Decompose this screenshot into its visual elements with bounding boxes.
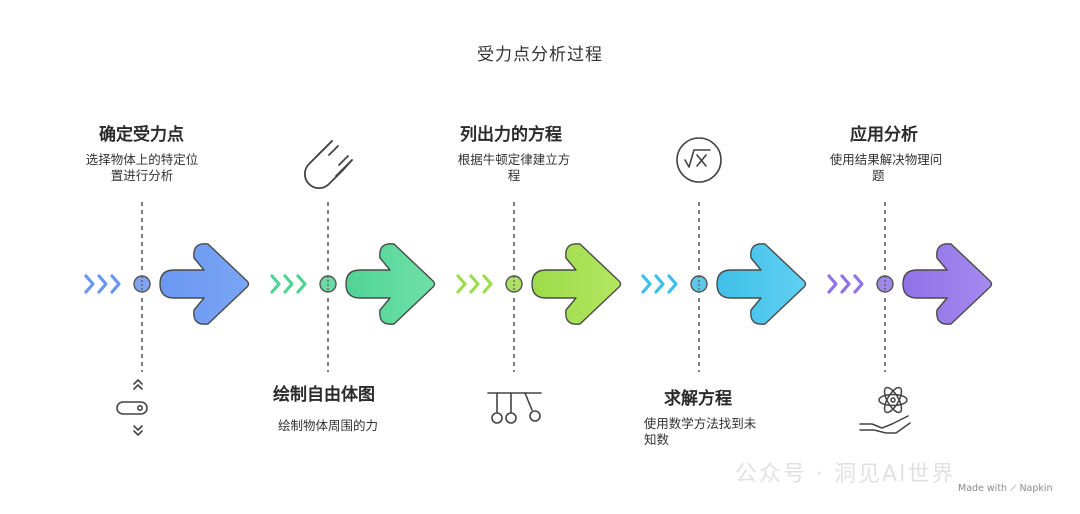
touch-swipe-icon — [116, 379, 148, 436]
step-2-description: 绘制物体周围的力 — [268, 418, 388, 434]
step-5-desc-line-2: 题 — [872, 168, 885, 183]
step-2-chevron-2 — [283, 274, 294, 294]
made-with-text: Made with — [958, 483, 1008, 494]
made-with-label: Made with ⟋ Napkin — [958, 483, 1053, 494]
step-5-desc-line-1: 使用结果解决物理问 — [829, 152, 943, 167]
step-5-chevron-1 — [827, 274, 838, 294]
step-4-chevron-2 — [654, 274, 665, 294]
step-3-chevron-2 — [469, 274, 480, 294]
step-5-title: 应用分析 — [850, 125, 918, 145]
magnet-icon — [303, 140, 353, 190]
step-4-desc-line-2: 知数 — [644, 432, 670, 447]
newtons-cradle-icon — [487, 392, 542, 424]
step-1-chevron-1 — [84, 274, 95, 294]
step-2-title: 绘制自由体图 — [273, 385, 375, 405]
step-4-chevron-1 — [641, 274, 652, 294]
step-4-title: 求解方程 — [664, 389, 732, 409]
step-3-arrow — [531, 243, 622, 325]
step-1-chevron-2 — [97, 274, 108, 294]
step-4-desc-line-1: 使用数学方法找到未 — [643, 416, 757, 431]
step-3-desc-line-1: 根据牛顿定律建立方 — [457, 152, 571, 167]
step-5-chevron-2 — [840, 274, 851, 294]
step-1-chevron-3 — [110, 274, 121, 294]
step-5-arrow — [902, 243, 993, 325]
napkin-brand: Napkin — [1019, 483, 1053, 494]
step-3-title: 列出力的方程 — [460, 125, 562, 145]
atom-hand-icon — [859, 386, 911, 434]
step-5-chevron-3 — [853, 274, 864, 294]
step-3-chevron-3 — [482, 274, 493, 294]
step-2-desc-line-1: 绘制物体周围的力 — [277, 418, 378, 433]
step-4-chevron-3 — [667, 274, 678, 294]
step-4-description: 使用数学方法找到未 知数 — [630, 416, 770, 448]
step-2-arrow — [345, 243, 436, 325]
step-3-chevron-1 — [456, 274, 467, 294]
step-4-arrow — [716, 243, 807, 325]
diagram-title: 受力点分析过程 — [477, 45, 603, 65]
step-1-desc-line-1: 选择物体上的特定位 — [85, 152, 199, 167]
step-1-desc-line-2: 置进行分析 — [110, 168, 174, 183]
step-3-desc-line-2: 程 — [507, 168, 521, 183]
step-5-description: 使用结果解决物理问 题 — [816, 152, 956, 184]
step-1-arrow — [159, 243, 250, 325]
step-3-description: 根据牛顿定律建立方 程 — [444, 152, 584, 184]
square-root-x-icon — [676, 137, 722, 183]
step-1-description: 选择物体上的特定位 置进行分析 — [72, 152, 212, 184]
step-2-chevron-3 — [296, 274, 307, 294]
step-2-chevron-1 — [270, 274, 281, 294]
watermark: 公众号 · 洞见AI世界 — [735, 462, 956, 487]
napkin-logo-icon: ⟋ — [1010, 484, 1017, 494]
step-1-title: 确定受力点 — [99, 125, 184, 145]
